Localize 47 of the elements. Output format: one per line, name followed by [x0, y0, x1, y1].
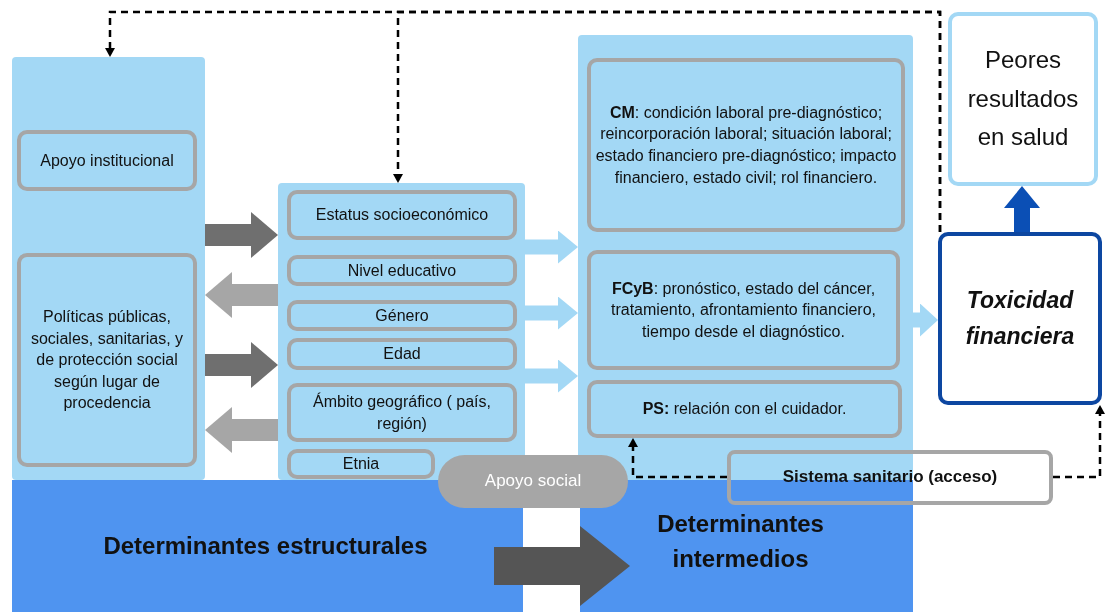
- rounded-box: [587, 58, 905, 232]
- pill-box: [438, 455, 628, 508]
- rounded-box: [287, 383, 517, 442]
- node-text: Etnia: [342, 454, 380, 475]
- rounded-box: [17, 253, 197, 467]
- rounded-box: [727, 450, 1053, 505]
- node-text: Género: [375, 305, 429, 326]
- block-arrow: [525, 230, 578, 264]
- node-text: Peores resultados en salud: [966, 45, 1080, 153]
- block-arrow: [494, 526, 630, 606]
- rounded-box: [287, 338, 517, 370]
- rounded-box: [287, 255, 517, 286]
- rounded-box: [17, 130, 197, 191]
- block-arrow: [205, 212, 278, 258]
- dashed-arrow: [1053, 405, 1105, 479]
- node-text: Apoyo institucional: [40, 150, 174, 171]
- block-arrow: [205, 407, 278, 453]
- rounded-box: [287, 449, 435, 479]
- block-arrow: [205, 342, 278, 388]
- block-arrow: [525, 359, 578, 393]
- rounded-box: [587, 250, 900, 370]
- block-arrow: [1004, 186, 1040, 232]
- rounded-box: [287, 190, 517, 240]
- dashed-arrow: [628, 438, 727, 479]
- node-text: Edad: [383, 344, 421, 365]
- outcome-box: [948, 12, 1098, 186]
- panel: [12, 57, 205, 480]
- node-text: Estatus socioeconómico: [315, 205, 489, 226]
- outcome-box: [938, 232, 1102, 405]
- node-text: CM: condición laboral pre-diagnóstico; reincorporación laboral; situación laboral; estado financiero pre-diagnóstico; impacto financiero, estado civil; rol financiero.: [595, 102, 897, 188]
- dashed-arrow: [393, 10, 942, 232]
- node-text: Apoyo social: [484, 470, 582, 493]
- category-bar: [580, 480, 913, 612]
- node-text: FCyB: pronóstico, estado del cáncer, tratamiento, afrontamiento financiero, tiempo desde el diagnóstico.: [610, 278, 877, 342]
- node-text: Determinantes intermedios: [656, 509, 825, 574]
- node-text: Toxicidad financiera: [964, 285, 1076, 351]
- rounded-box: [587, 380, 902, 438]
- node-text: Políticas públicas, sociales, sanitarias, y de protección social según lugar de procedencia: [29, 307, 185, 414]
- node-text: Nivel educativo: [347, 260, 457, 281]
- block-arrow: [525, 296, 578, 330]
- node-text: Ámbito geográfico ( país, región): [312, 391, 492, 434]
- rounded-box: [287, 300, 517, 331]
- node-text: Sistema sanitario (acceso): [782, 466, 998, 489]
- block-arrow: [913, 303, 938, 337]
- block-arrow: [205, 272, 278, 318]
- node-text: PS: relación con el cuidador.: [642, 399, 847, 420]
- node-text: Determinantes estructurales: [103, 530, 428, 561]
